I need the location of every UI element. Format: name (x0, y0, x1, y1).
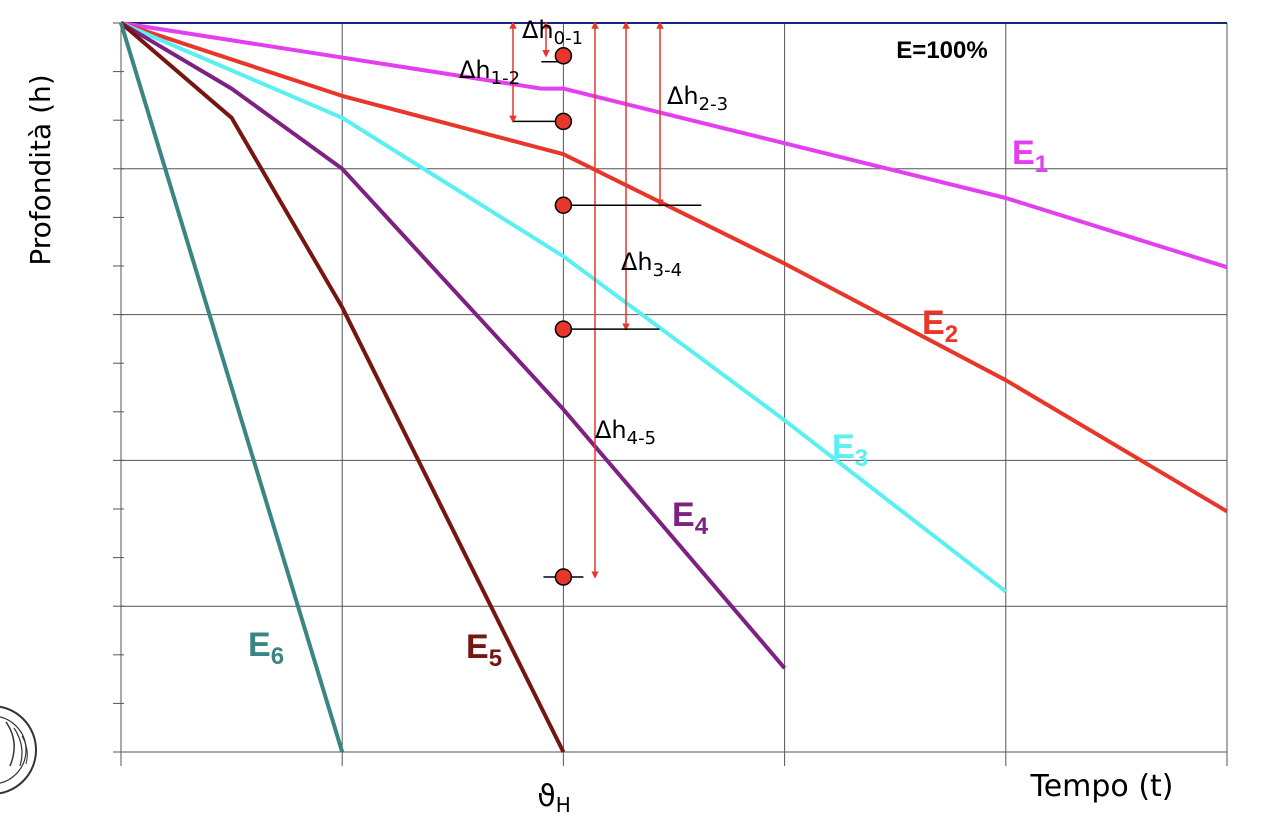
sample-marker (554, 112, 573, 131)
efficiency-annotation: E=100% (896, 37, 987, 64)
series-label-e3: E3 (832, 428, 868, 472)
grid-lines (113, 22, 1228, 766)
series-label-e2: E2 (922, 304, 958, 348)
x-marker-label: ϑH (537, 779, 571, 817)
series-line-e1 (120, 21, 1228, 270)
series-label-e1: E1 (1012, 134, 1048, 178)
sample-marker (554, 47, 573, 65)
series-line-e3 (120, 21, 1008, 594)
series-line-e4 (119, 21, 787, 670)
interval-label: Δh2-3 (667, 82, 728, 115)
sample-marker (554, 196, 573, 214)
series-line-e5 (119, 21, 566, 753)
series-label-e6: E6 (248, 626, 284, 670)
series-label-e5: E5 (466, 628, 502, 672)
x-axis-label: Tempo (t) (1029, 769, 1173, 804)
y-axis-label: Profondità (h) (24, 74, 57, 265)
seal-logo (0, 705, 37, 795)
series-line-e6 (119, 22, 345, 753)
series-line-e2 (120, 21, 1229, 514)
series-label-e4: E4 (672, 496, 709, 540)
interval-label: Δh0-1 (522, 16, 583, 49)
interval-label: Δh1-2 (459, 56, 520, 89)
interval-label: Δh4-5 (595, 416, 656, 449)
series-lines (119, 21, 1229, 753)
sample-marker (554, 320, 573, 338)
interval-label: Δh3-4 (621, 248, 682, 281)
sample-markers (513, 47, 702, 586)
sample-marker (554, 568, 573, 586)
